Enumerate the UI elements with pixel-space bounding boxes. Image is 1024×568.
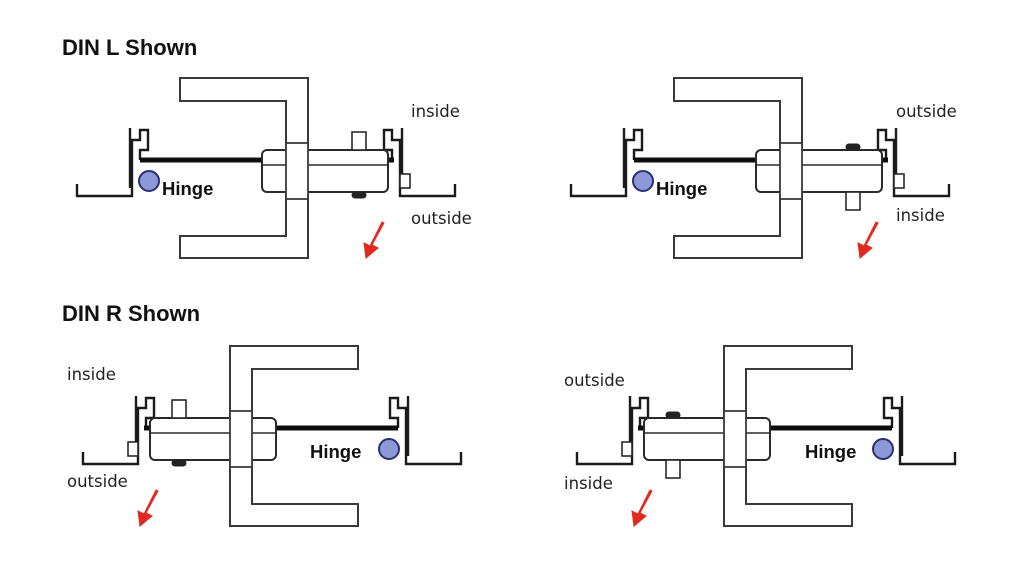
section-title-din-r: DIN R Shown (62, 301, 200, 326)
hinge-dot (378, 438, 400, 460)
swing-arrow-icon (363, 221, 385, 259)
hinge-label: Hinge (805, 441, 856, 462)
swing-arrow-icon (137, 489, 159, 527)
latch-bolt (893, 173, 905, 189)
side-label-top: outside (896, 102, 957, 121)
latch-bolt (621, 441, 633, 457)
door-assembly (77, 78, 455, 258)
latch-bolt (127, 441, 139, 457)
panel-din-l-1: Hinge inside outside (77, 78, 472, 258)
section-title-din-l: DIN L Shown (62, 35, 197, 60)
door-assembly (83, 346, 461, 526)
swing-arrow-icon (631, 489, 653, 527)
hinge-dot (138, 170, 160, 192)
panel-din-l-2: Hinge outside inside (571, 78, 957, 258)
screw-pin-bottom (351, 191, 367, 199)
screw-pin-bottom (171, 459, 187, 467)
hinge-label: Hinge (310, 441, 361, 462)
side-label-bottom: outside (411, 209, 472, 228)
door-assembly (571, 78, 949, 258)
side-label-bottom: inside (896, 206, 945, 225)
swing-arrow-icon (857, 221, 879, 259)
door-assembly (577, 346, 955, 526)
hinge-label: Hinge (656, 178, 707, 199)
screw-pin-bottom (845, 191, 861, 211)
hinge-dot (632, 170, 654, 192)
side-label-bottom: outside (67, 472, 128, 491)
hinge-dot (872, 438, 894, 460)
screw-pin-top (665, 411, 681, 419)
screw-pin-top (845, 143, 861, 151)
side-label-top: inside (411, 102, 460, 121)
screw-pin-top (351, 131, 367, 151)
screw-pin-top (171, 399, 187, 419)
panel-din-r-1: Hinge inside outside (67, 346, 461, 526)
screw-pin-bottom (665, 459, 681, 479)
side-label-bottom: inside (564, 474, 613, 493)
panel-din-r-2: Hinge outside inside (564, 346, 955, 526)
side-label-top: outside (564, 371, 625, 390)
hinge-label: Hinge (162, 178, 213, 199)
side-label-top: inside (67, 365, 116, 384)
latch-bolt (399, 173, 411, 189)
